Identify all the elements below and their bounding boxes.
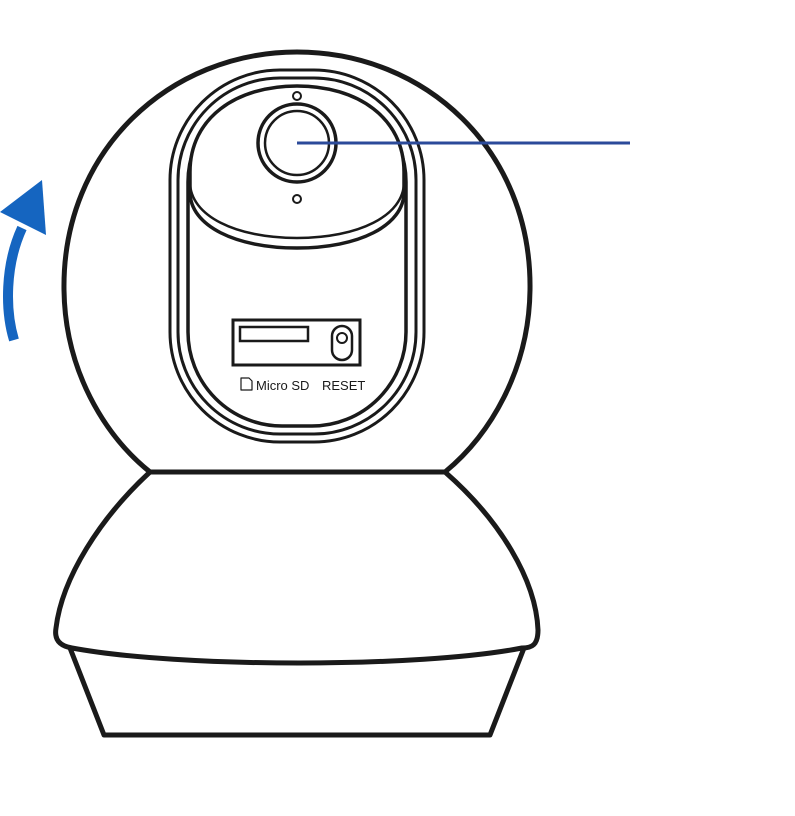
- bottom-sensor-hole: [292, 194, 302, 204]
- micro-sd-slot[interactable]: [238, 325, 310, 343]
- curved-up-arrow-head: [0, 180, 46, 235]
- base-dome: [53, 469, 541, 666]
- reset-button[interactable]: [336, 332, 348, 344]
- micro-sd-label: Micro SD: [256, 378, 309, 393]
- lens-module-lower-edge: [188, 181, 406, 240]
- top-sensor-hole: [292, 91, 302, 101]
- curved-up-arrow-icon: [3, 225, 27, 342]
- sd-card-icon: [240, 377, 253, 391]
- reset-label: RESET: [322, 378, 365, 393]
